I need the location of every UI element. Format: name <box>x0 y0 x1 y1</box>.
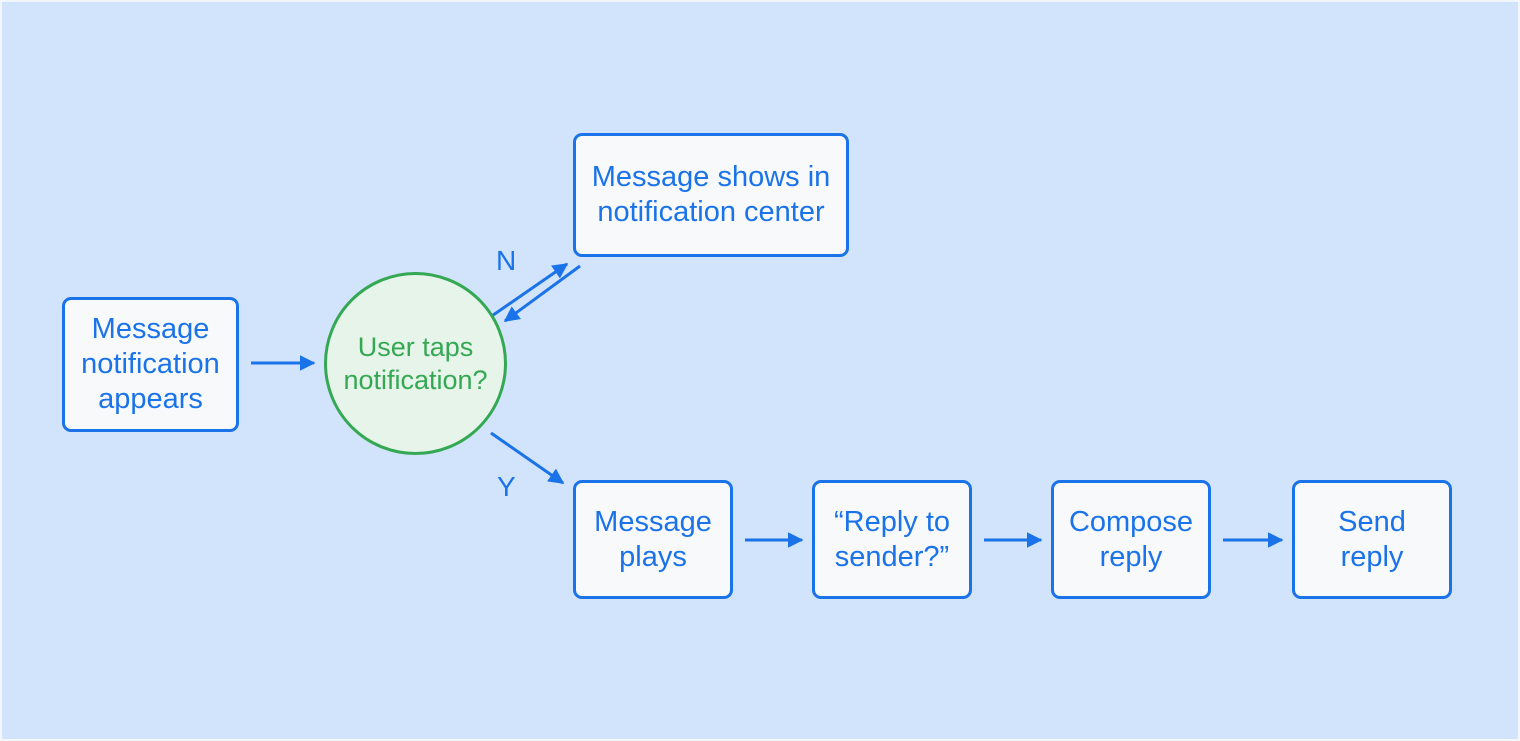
node-user-taps-notification[interactable]: User taps notification? <box>324 272 507 455</box>
node-label: Message plays <box>594 505 712 573</box>
edge-notification-center-to-decision <box>503 264 581 323</box>
edge-label-yes: Y <box>497 471 516 502</box>
node-message-plays[interactable]: Message plays <box>573 480 733 599</box>
node-label: Message shows in notification center <box>591 161 831 228</box>
node-label: Compose reply <box>1068 505 1194 573</box>
node-message-notification-appears[interactable]: Message notification appears <box>62 297 239 432</box>
node-reply-to-sender[interactable]: “Reply to sender?” <box>812 480 972 599</box>
node-message-shows-in-notification-center[interactable]: Message shows in notification center <box>573 133 849 257</box>
node-send-reply[interactable]: Send reply <box>1292 480 1452 599</box>
node-label: Message notification appears <box>81 313 220 415</box>
node-label: “Reply to sender?” <box>833 505 951 573</box>
node-compose-reply[interactable]: Compose reply <box>1051 480 1211 599</box>
edge-label-no: N <box>496 245 517 276</box>
node-label: Send reply <box>1338 505 1406 573</box>
node-label: User taps notification? <box>343 332 488 395</box>
